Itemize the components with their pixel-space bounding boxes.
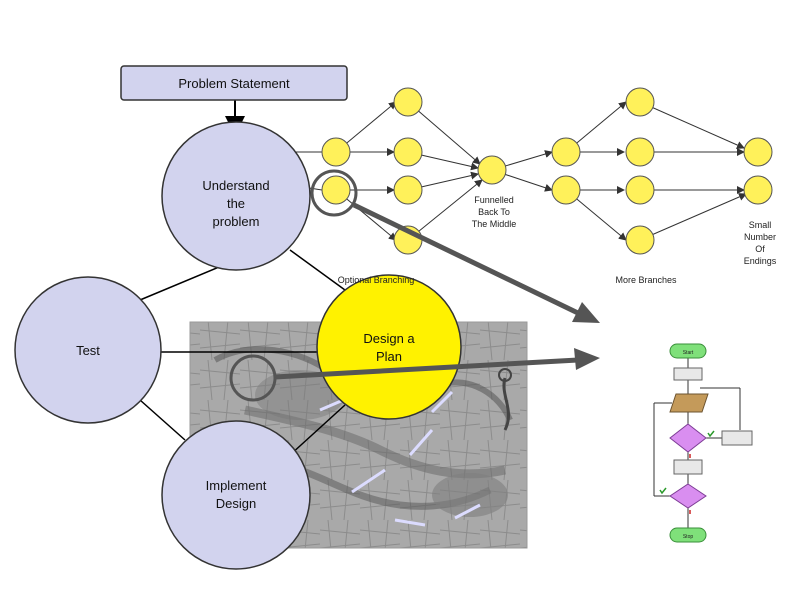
problem-statement-box: Problem Statement <box>120 65 348 101</box>
branch-nodes <box>321 87 773 255</box>
mini-flowchart: Start Stop <box>653 343 753 543</box>
flow-process-node <box>673 459 703 475</box>
branch-node <box>321 175 351 205</box>
branch-node <box>625 137 655 167</box>
flow-process-node <box>673 367 703 381</box>
flow-end-node <box>669 527 707 543</box>
flow-end-label: Stop <box>683 534 694 540</box>
funnelled-label-1: Funnelled <box>474 195 514 205</box>
optional-branching-label: Optional Branching <box>338 275 415 285</box>
small-label-1: Small <box>749 220 772 230</box>
more-branches-label: More Branches <box>615 275 677 285</box>
flow-input-node <box>669 393 709 413</box>
small-label-4: Endings <box>744 256 777 266</box>
magnifier-ring-top <box>310 169 358 217</box>
flow-side-process-node <box>721 430 753 446</box>
zoom-arrows <box>274 202 600 380</box>
test-circle: Test <box>14 276 162 424</box>
ending-node <box>743 175 773 205</box>
understand-circle: Understand the problem <box>161 121 311 271</box>
branch-node <box>551 137 581 167</box>
problem-statement-label: Problem Statement <box>178 76 290 91</box>
design-label-1: Design a <box>363 331 415 346</box>
implement-circle: Implement Design <box>161 420 311 570</box>
branch-node <box>393 137 423 167</box>
implement-label-2: Design <box>216 496 256 511</box>
ending-node <box>743 137 773 167</box>
flow-start-label: Start <box>683 350 694 356</box>
flow-decision-node <box>669 483 707 509</box>
flow-start-node <box>669 343 707 359</box>
funnel-node <box>477 155 507 185</box>
small-label-2: Number <box>744 232 776 242</box>
branch-node <box>625 225 655 255</box>
branch-node <box>393 87 423 117</box>
understand-label-1: Understand <box>202 178 269 193</box>
small-endings-label: Small Number Of Endings <box>744 220 777 266</box>
branch-network-edges <box>289 101 747 241</box>
funnelled-label-3: The Middle <box>472 219 517 229</box>
test-label: Test <box>76 343 100 358</box>
funnelled-label: Funnelled Back To The Middle <box>472 195 517 229</box>
branch-node <box>321 137 351 167</box>
implement-label-1: Implement <box>206 478 267 493</box>
design-label-2: Plan <box>376 349 402 364</box>
understand-label-2: the <box>227 196 245 211</box>
magnifier-ring-sketch <box>229 354 277 402</box>
understand-label-3: problem <box>213 214 260 229</box>
branch-node <box>625 87 655 117</box>
cycle-connectors <box>139 249 346 456</box>
branch-node <box>551 175 581 205</box>
funnelled-label-2: Back To <box>478 207 510 217</box>
small-label-3: Of <box>755 244 765 254</box>
branch-node <box>625 175 655 205</box>
branch-node <box>393 175 423 205</box>
design-circle: Design a Plan <box>316 274 462 420</box>
flow-decision-node <box>669 423 707 453</box>
